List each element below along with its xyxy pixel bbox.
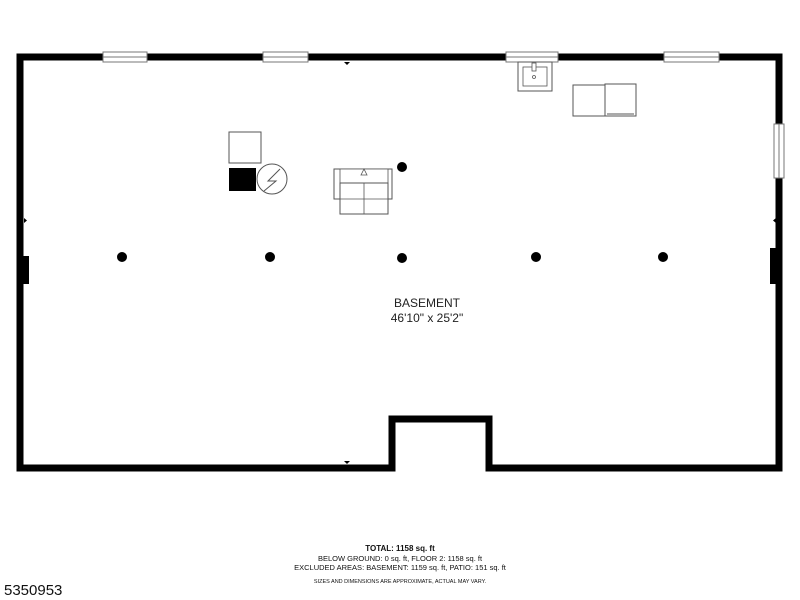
left-wall-door-marker: [17, 256, 29, 284]
right-wall-door-marker: [770, 248, 782, 284]
support-column: [397, 162, 407, 172]
window-4: [663, 51, 720, 63]
support-column: [397, 253, 407, 263]
room-name: BASEMENT: [394, 296, 461, 310]
support-column: [658, 252, 668, 262]
dimension-tick-left: [24, 218, 27, 223]
washer-dryer: [572, 83, 637, 117]
listing-id: 5350953: [4, 582, 63, 599]
disclaimer: SIZES AND DIMENSIONS ARE APPROXIMATE, AC…: [313, 579, 487, 585]
electrical-panel-icon: [256, 163, 288, 195]
window-2: [262, 51, 309, 63]
window-right: [773, 123, 785, 179]
sofa: [333, 168, 393, 215]
water-heater: [229, 168, 256, 191]
total-area: TOTAL: 1158 sq. ft: [365, 544, 435, 553]
support-column: [117, 252, 127, 262]
window-3: [505, 51, 559, 63]
excluded-areas: EXCLUDED AREAS: BASEMENT: 1159 sq. ft, P…: [294, 563, 506, 572]
dimension-tick-top: [344, 62, 350, 65]
room-dimensions: 46'10" x 25'2": [391, 311, 464, 325]
below-ground-area: BELOW GROUND: 0 sq. ft, FLOOR 2: 1158 sq…: [317, 554, 483, 563]
dimension-tick-right: [773, 218, 776, 223]
support-column: [531, 252, 541, 262]
support-column: [265, 252, 275, 262]
utility-sink: [517, 61, 553, 92]
window-1: [102, 51, 148, 63]
dimension-tick-bottom: [344, 461, 350, 464]
exterior-wall: [16, 53, 783, 472]
storage-box: [228, 131, 262, 164]
